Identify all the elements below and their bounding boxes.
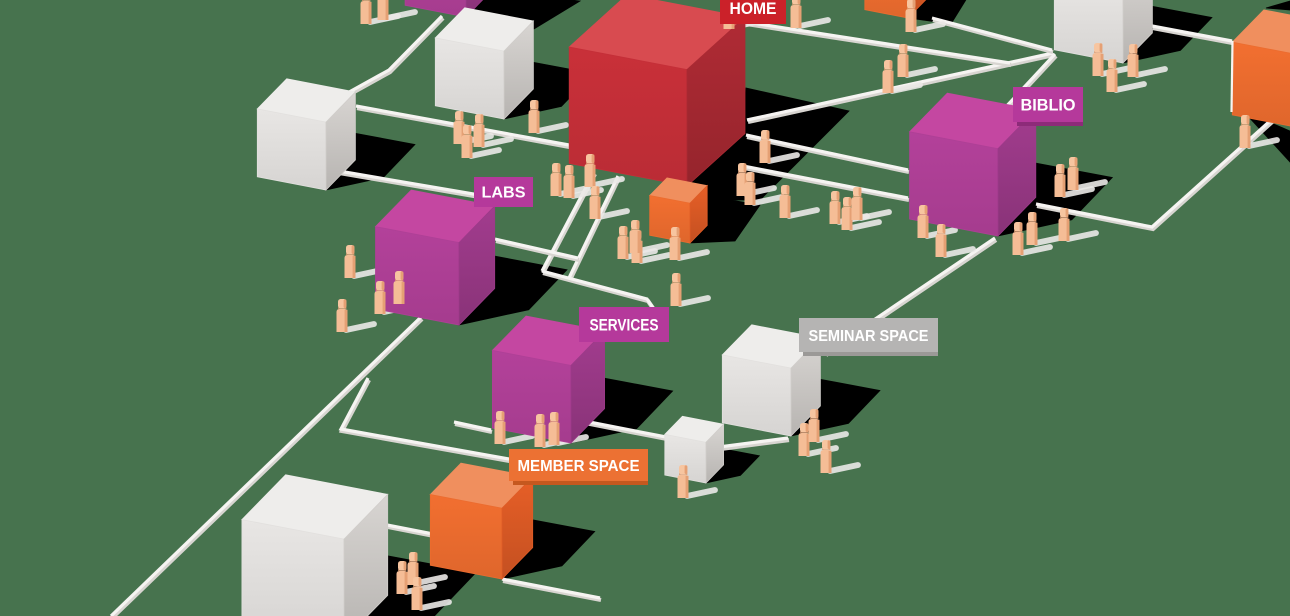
svg-text:SERVICES: SERVICES (590, 316, 659, 334)
svg-text:SEMINAR SPACE: SEMINAR SPACE (809, 328, 929, 345)
svg-text:BIBLIO: BIBLIO (1021, 96, 1076, 114)
svg-text:HOME: HOME (730, 0, 777, 18)
svg-text:MEMBER SPACE: MEMBER SPACE (518, 458, 640, 475)
svg-text:LABS: LABS (482, 185, 526, 202)
